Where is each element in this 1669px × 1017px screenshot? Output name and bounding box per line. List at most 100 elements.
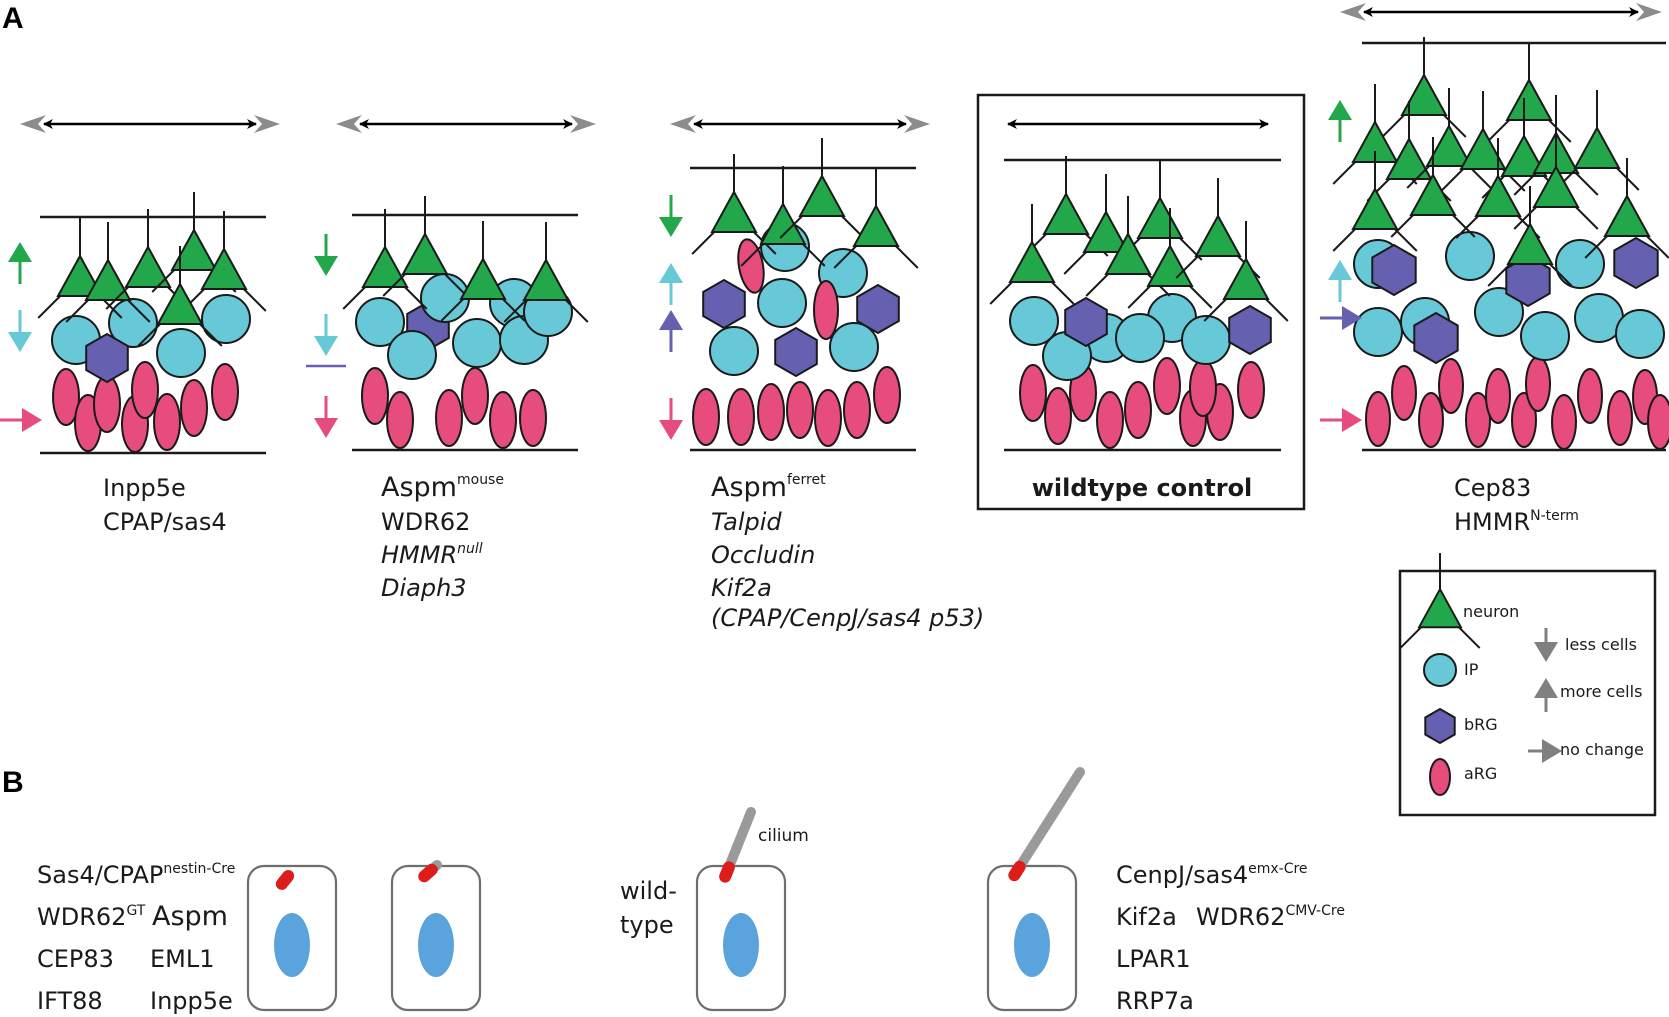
neuron-cell	[1474, 173, 1522, 217]
neuron-cell	[200, 246, 248, 290]
arg-cell	[1189, 359, 1217, 417]
tissue-schematic-inpp5e	[20, 115, 280, 455]
neuron-cell	[1222, 256, 1270, 300]
gene-label: Inpp5e	[103, 474, 186, 502]
arg-cell	[52, 368, 80, 426]
gene-label: Talpid	[711, 508, 782, 536]
basal-body	[275, 870, 295, 890]
gene-label: EML1	[150, 945, 215, 973]
ip-cell	[201, 294, 251, 344]
neuron-dendrite	[151, 269, 175, 293]
gene-superscript: CMV-Cre	[1285, 903, 1345, 919]
neuron-dendrite	[1085, 273, 1109, 297]
gene-label: RRP7a	[1116, 987, 1194, 1015]
svg-text:HMMRnull: HMMRnull	[381, 541, 483, 569]
neuron-dendrite	[444, 273, 468, 297]
neuron-dendrite	[1458, 626, 1481, 649]
arg-cell	[519, 389, 547, 447]
neuron-cell	[84, 257, 132, 301]
expansion-arrow-head-grey	[1340, 3, 1366, 21]
neuron-dendrite	[1455, 215, 1479, 239]
gene-label: IFT88	[37, 987, 103, 1015]
expansion-arrow-head-grey	[670, 115, 696, 133]
arg-cell	[1429, 758, 1451, 796]
neuron-less-arrow-head	[659, 217, 683, 237]
neuron-dendrite	[440, 298, 464, 322]
column-5-labels: Cep83 HMMRN-term	[1454, 474, 1579, 536]
ip-more-arrow-head	[1328, 260, 1352, 280]
ip-cell	[355, 297, 405, 347]
nucleus	[1014, 913, 1050, 977]
ip-cell	[1423, 653, 1457, 687]
arg-cell	[1096, 391, 1124, 449]
panel-a-label: A	[2, 2, 24, 35]
neuron-cell	[1194, 213, 1242, 257]
arg-cell	[1438, 358, 1464, 414]
gene-label: Occludin	[711, 541, 815, 569]
arg-cell	[1365, 391, 1391, 447]
expansion-arrow-head-grey	[904, 115, 930, 133]
neuron-dendrite	[1127, 285, 1151, 309]
neuron-cell	[1505, 77, 1553, 121]
arg-cell	[813, 280, 839, 340]
arg-cell	[1237, 361, 1265, 419]
neuron-cell	[1409, 172, 1457, 216]
expansion-arrow-head-grey	[254, 115, 280, 133]
neuron-dendrite	[127, 299, 151, 323]
brg-cell	[85, 332, 129, 384]
gene-label: HMMR	[381, 541, 457, 569]
arg-cell	[211, 363, 239, 421]
svg-text:Inpp5e: Inpp5e	[103, 474, 186, 502]
gene-label: Sas4/CPAP	[37, 861, 163, 889]
neuron-cell	[1385, 136, 1433, 180]
neuron-dendrite	[1406, 165, 1430, 189]
neuron-more-arrow-head	[1328, 100, 1352, 120]
expansion-arrow-head-grey	[20, 115, 46, 133]
gene-label: CenpJ/sas4	[1116, 861, 1248, 889]
arg-cell	[843, 381, 871, 439]
arg-cell	[1418, 392, 1444, 448]
panel-b-label: B	[2, 766, 24, 799]
brg-cell	[1228, 304, 1272, 356]
arg-cell	[93, 375, 121, 433]
brg-cell	[1371, 243, 1417, 297]
neuron-dendrite	[1487, 263, 1511, 287]
brg-cell	[856, 283, 900, 335]
ip-less-arrow-head	[8, 332, 32, 352]
ip-cell	[387, 330, 437, 380]
neuron-cell	[361, 244, 409, 288]
legend-less-arrow-head	[1534, 642, 1558, 662]
column-1-labels: Inpp5e CPAP/sas4	[103, 474, 227, 536]
neuron-cell	[522, 257, 570, 301]
arg-cell	[1647, 394, 1669, 450]
cilium-label: cilium	[758, 826, 809, 846]
gene-label: WDR62	[381, 508, 470, 536]
ip-cell	[1445, 231, 1495, 281]
neuron-dendrite	[199, 323, 223, 347]
arg-cell	[1511, 392, 1537, 448]
cilia-cell-schematics	[246, 767, 1085, 1012]
gene-label: Kif2a	[711, 574, 772, 602]
neuron-dendrite	[802, 243, 826, 267]
gene-label: WDR62	[37, 903, 126, 931]
neuron-dendrite	[382, 273, 406, 297]
brg-cell	[774, 326, 818, 378]
svg-text:CPAP/sas4: CPAP/sas4	[103, 508, 227, 536]
neuron-dendrite	[779, 215, 803, 239]
gene-superscript: mouse	[457, 472, 504, 488]
neuron-dendrite	[833, 245, 857, 269]
arg-cell	[873, 366, 901, 424]
gene-label: (CPAP/CenpJ/sas4 p53)	[711, 604, 984, 632]
group2-gene-list: CenpJ/sas4emx-Cre Kif2a WDR62CMV-Cre LPA…	[1116, 861, 1345, 1015]
gene-label: CEP83	[37, 945, 114, 973]
column-3-labels: Aspmferret Talpid Occludin Kif2a (CPAP/C…	[711, 472, 984, 632]
legend-nochange-arrow-head	[1542, 739, 1562, 763]
neuron-dendrite	[565, 299, 589, 323]
tissue-schematic-aspm-ferret	[670, 115, 930, 452]
neuron-dendrite	[1548, 119, 1572, 143]
arg-cell	[361, 367, 389, 425]
neuron-dendrite	[105, 286, 129, 310]
svg-text:Diaph3: Diaph3	[381, 574, 467, 602]
svg-text:WDR62: WDR62	[381, 508, 470, 536]
legend-label-neuron: neuron	[1463, 602, 1519, 621]
